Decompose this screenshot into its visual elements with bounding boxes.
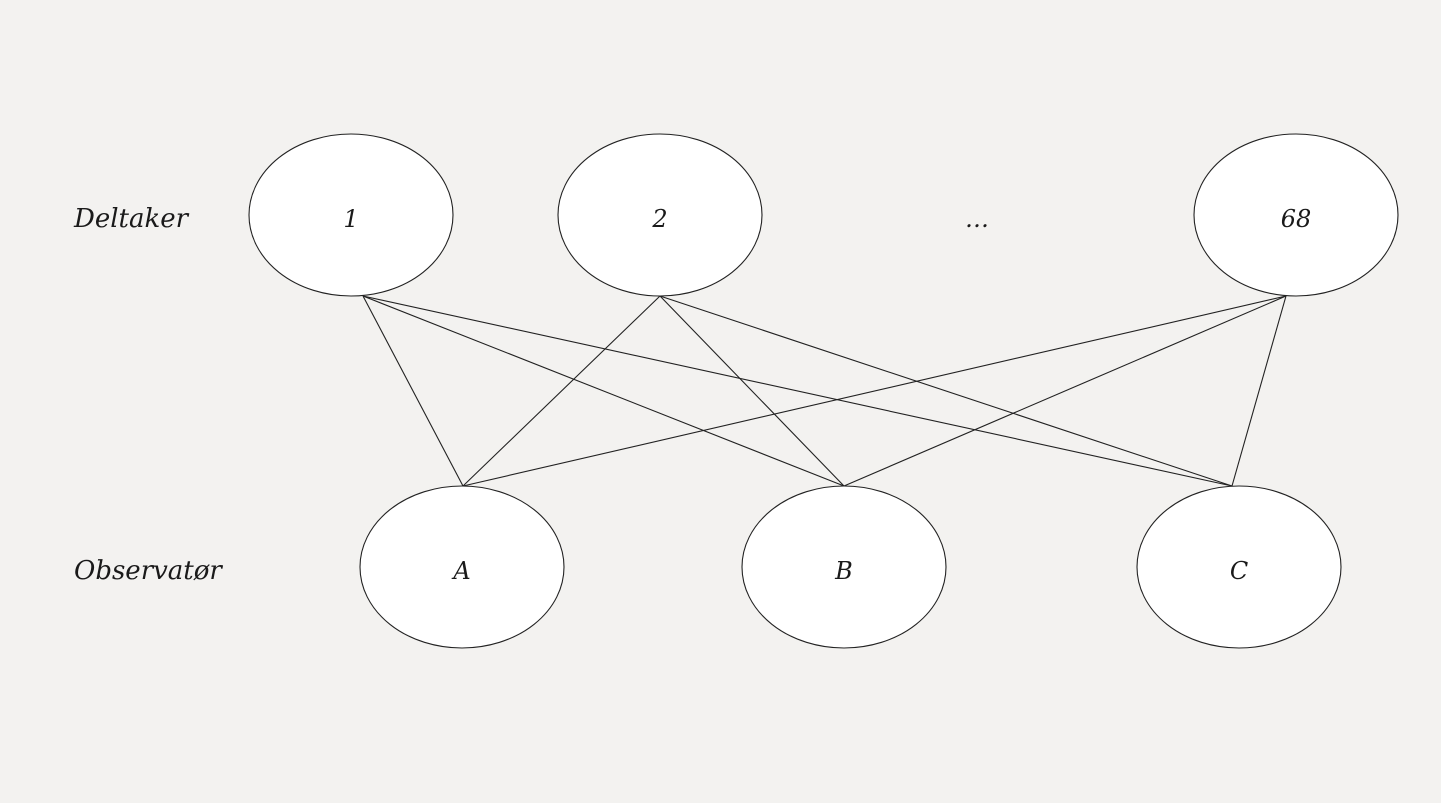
participant-node-1: 1 [248,133,454,297]
edge-p2-B [659,295,845,487]
observer-node-b: B [741,485,947,649]
edges [362,295,1287,487]
edge-p2-A [462,295,661,487]
node-label: A [451,557,470,585]
participant-node-68: 68 [1193,133,1399,297]
observer-node-a: A [359,485,565,649]
node-label: 68 [1281,205,1312,233]
edge-p1-A [362,295,464,487]
edge-p68-C [1231,295,1287,487]
edge-p1-B [362,295,845,487]
row-label-observers: Observatør [74,556,223,586]
participant-node-2: 2 [557,133,763,297]
ellipsis: … [965,205,989,233]
edge-p1-C [362,295,1233,487]
node-label: C [1230,557,1248,585]
edge-p68-B [843,295,1287,487]
edge-p68-A [462,295,1287,487]
node-label: 2 [651,205,667,233]
row-label-participants: Deltaker [73,204,190,234]
edge-p2-C [659,295,1233,487]
observer-node-c: C [1136,485,1342,649]
node-label: B [834,557,853,585]
node-label: 1 [343,205,358,233]
